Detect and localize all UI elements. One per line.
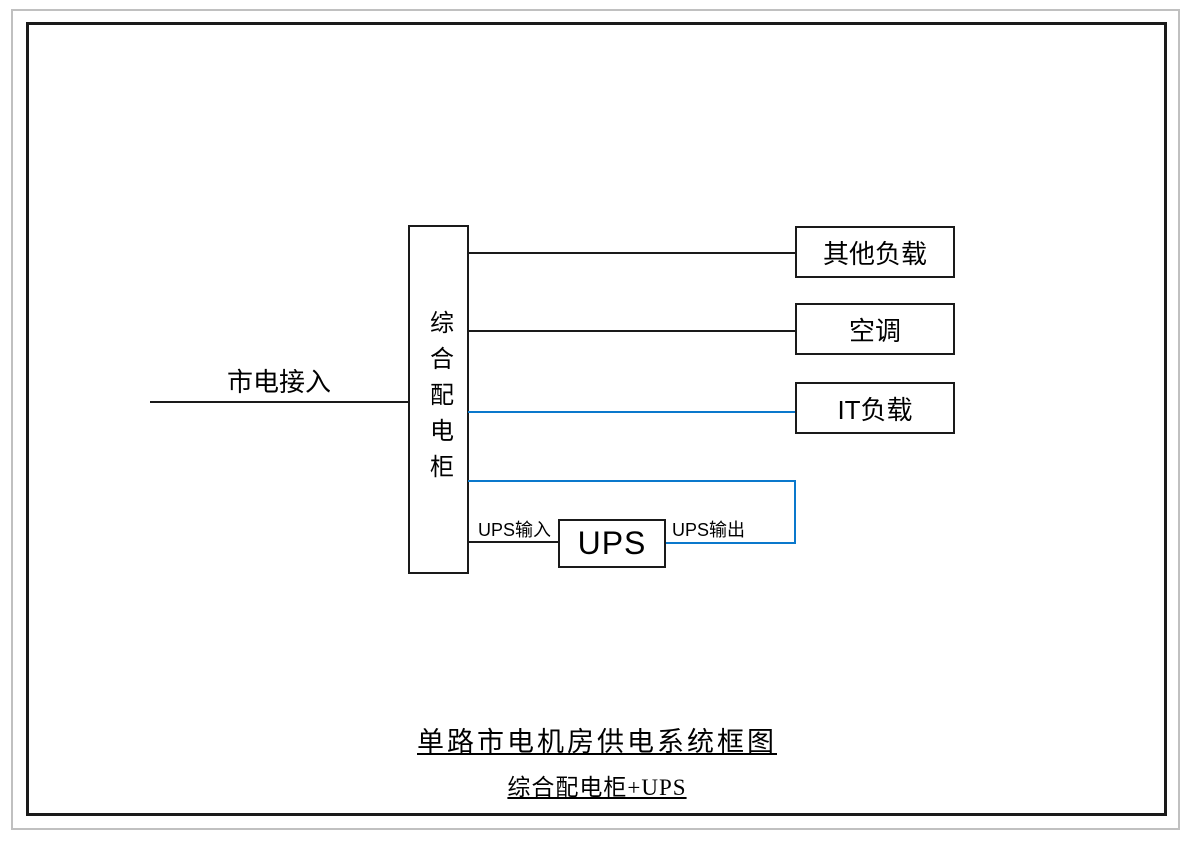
diagram-subtitle: 综合配电柜+UPS (507, 775, 687, 800)
ups-input-line (468, 541, 558, 543)
mains-input-line (150, 401, 408, 403)
diagram-title: 单路市电机房供电系统框图 (417, 727, 777, 757)
load-label-it: IT负载 (837, 394, 913, 425)
outer-border-frame (11, 9, 1180, 830)
ups-output-loop-right-line (794, 480, 796, 544)
connector-aircon-line (468, 330, 795, 332)
mains-input-label: 市电接入 (226, 367, 331, 397)
load-box-other: 其他负载 (795, 226, 955, 278)
ups-output-label: UPS输出 (672, 520, 746, 540)
ups-label: UPS (577, 525, 647, 561)
ups-input-label: UPS输入 (478, 520, 552, 540)
ups-box: UPS (558, 519, 666, 568)
ups-output-line (665, 542, 796, 544)
connector-it-load-line (468, 411, 795, 413)
load-label-other: 其他负载 (822, 238, 927, 269)
load-box-aircon: 空调 (795, 303, 955, 355)
distribution-cabinet-box: 综合配电柜 (408, 225, 469, 574)
load-box-it: IT负载 (795, 382, 955, 434)
distribution-cabinet-label: 综合配电柜 (425, 309, 453, 490)
ups-output-loop-top-line (468, 480, 796, 482)
connector-other-load-line (468, 252, 795, 254)
load-label-aircon: 空调 (848, 315, 901, 346)
inner-border-frame (26, 22, 1167, 816)
diagram-title-block: 单路市电机房供电系统框图 综合配电柜+UPS (297, 720, 897, 802)
